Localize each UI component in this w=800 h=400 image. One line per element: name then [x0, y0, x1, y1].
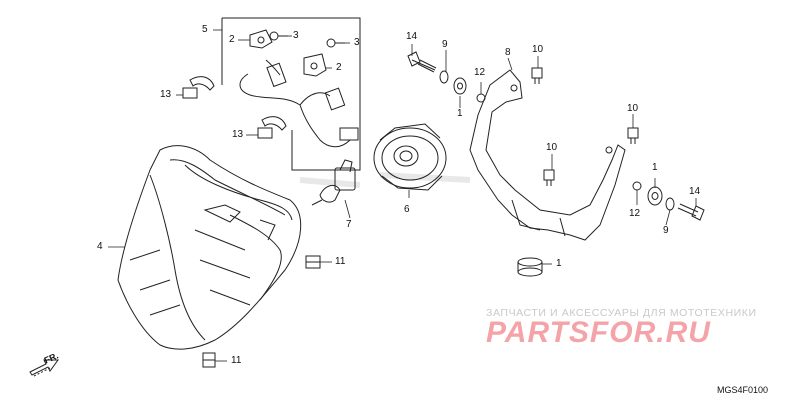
callout-13-lower: 13: [232, 129, 244, 140]
callout-14-upper: 14: [406, 31, 418, 42]
callout-5: 5: [202, 24, 208, 35]
callout-2-upper: 2: [229, 34, 235, 45]
callout-10-top: 10: [532, 44, 544, 55]
callout-2-lower: 2: [336, 62, 342, 73]
callout-1-upper: 1: [457, 108, 463, 119]
diagram-code: MGS4F0100: [717, 385, 769, 395]
callout-6: 6: [404, 204, 410, 215]
rubber-mount: [517, 257, 543, 277]
wire-clip-lower: [257, 116, 287, 139]
stay-lower: [303, 53, 327, 77]
watermark-brand: PARTSFOR.RU: [486, 316, 711, 349]
bolt-10-right: [627, 127, 639, 144]
callout-1-lower: 1: [556, 258, 562, 269]
callout-9-lower: 9: [663, 225, 669, 236]
bolt-lower: [677, 203, 705, 221]
washer-upper: [439, 70, 449, 84]
headlight-bulb: [311, 159, 356, 206]
callout-10-right: 10: [627, 103, 639, 114]
clip-nut-lower: [202, 352, 216, 368]
callout-12-upper: 12: [474, 67, 486, 78]
bolt-10-middle: [543, 169, 555, 186]
callout-7: 7: [346, 219, 352, 230]
callout-12-lower: 12: [629, 208, 641, 219]
callout-1-right: 1: [652, 162, 658, 173]
headlight-bracket: [469, 69, 626, 241]
washer-lower: [665, 197, 675, 211]
callout-9-upper: 9: [442, 39, 448, 50]
headlight-housing: [117, 145, 302, 350]
grommet-upper: [453, 77, 467, 95]
callout-3-upper: 3: [293, 30, 299, 41]
callout-11-lower: 11: [231, 355, 242, 366]
grommet-lower: [647, 186, 663, 206]
bolt-10-top: [531, 67, 543, 84]
callout-14-lower: 14: [689, 186, 701, 197]
clip-nut-upper: [305, 255, 321, 269]
callout-3-lower: 3: [354, 37, 360, 48]
watermark-subtitle: ЗАПЧАСТИ И АКСЕССУАРЫ ДЛЯ МОТОТЕХНИКИ: [486, 307, 757, 319]
bolt-upper: [407, 51, 437, 73]
collar-lower: [632, 181, 642, 191]
leader-lines: [108, 29, 697, 362]
honda-wing-watermark: [299, 172, 471, 188]
callout-13-upper: 13: [160, 89, 172, 100]
wire-clip-upper: [182, 76, 215, 99]
stay-upper: [249, 29, 273, 49]
callout-10-middle: 10: [546, 142, 558, 153]
wiring-harness: [221, 17, 361, 171]
screw-lower: [326, 38, 345, 48]
screw-upper: [269, 31, 288, 41]
callout-11-upper: 11: [335, 256, 346, 267]
callout-4: 4: [97, 241, 103, 252]
callout-8: 8: [505, 47, 511, 58]
front-direction-arrow: [29, 359, 59, 377]
dust-cover: [373, 123, 447, 191]
